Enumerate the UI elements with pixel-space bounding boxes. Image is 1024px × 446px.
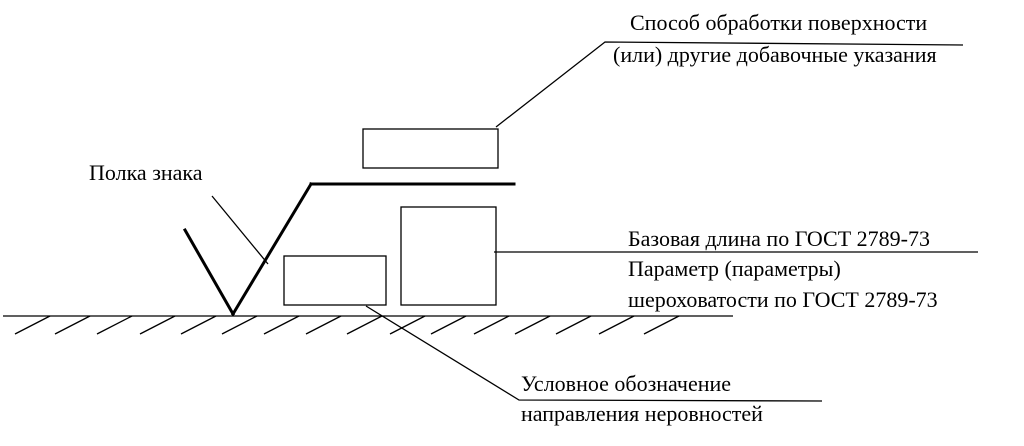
roughness-sign <box>182 181 516 317</box>
shelf-leader <box>211 195 269 265</box>
direction-box <box>283 255 387 306</box>
treatment-label-line2: (или) другие добавочные указания <box>613 42 937 67</box>
treatment-leader <box>495 41 964 128</box>
parameter-label-line1: Параметр (параметры) <box>628 256 841 281</box>
shelf-label: Полка знака <box>89 160 203 185</box>
parameter-label-line2: шероховатости по ГОСТ 2789-73 <box>628 287 938 312</box>
direction-label-line1: Условное обозначение <box>521 371 731 396</box>
treatment-box <box>362 128 499 169</box>
direction-leader <box>365 305 823 402</box>
treatment-label-line1: Способ обработки поверхности <box>630 10 927 35</box>
base-length-label: Базовая длина по ГОСТ 2789-73 <box>628 226 930 251</box>
direction-label-line2: направления неровностей <box>521 401 763 426</box>
parameter-box <box>400 206 497 306</box>
surface-hatching <box>14 315 680 335</box>
